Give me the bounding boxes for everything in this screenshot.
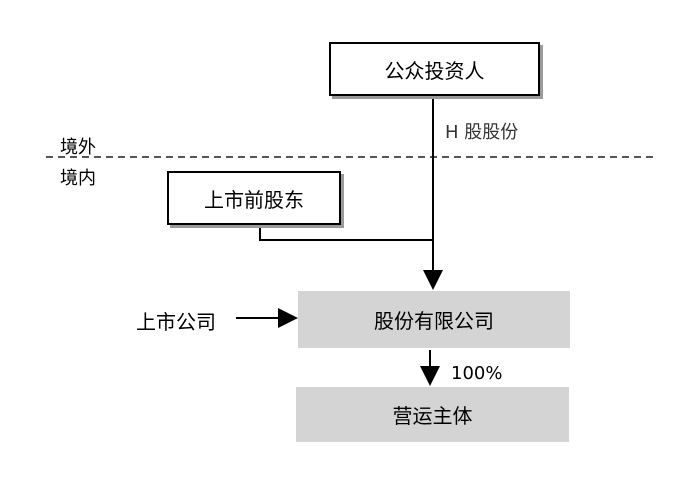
public-investors-box: 公众投资人 bbox=[329, 42, 540, 96]
pre-ipo-shareholders-label: 上市前股东 bbox=[204, 187, 304, 212]
public-investors-label: 公众投资人 bbox=[384, 58, 485, 83]
offshore-label: 境外 bbox=[60, 137, 96, 158]
operating-entity-label: 营运主体 bbox=[392, 404, 473, 428]
h-shares-label: H 股股份 bbox=[445, 122, 519, 143]
listed-company-label: 上市公司 bbox=[136, 310, 216, 334]
operating-entity-box: 营运主体 bbox=[296, 387, 569, 442]
pre-ipo-shareholders-box: 上市前股东 bbox=[167, 171, 341, 225]
pre-ipo-connector bbox=[259, 224, 433, 241]
ownership-percentage: 100% bbox=[451, 363, 503, 384]
onshore-label: 境内 bbox=[60, 168, 96, 189]
joint-stock-company-label: 股份有限公司 bbox=[374, 309, 494, 333]
joint-stock-company-box: 股份有限公司 bbox=[298, 291, 570, 348]
